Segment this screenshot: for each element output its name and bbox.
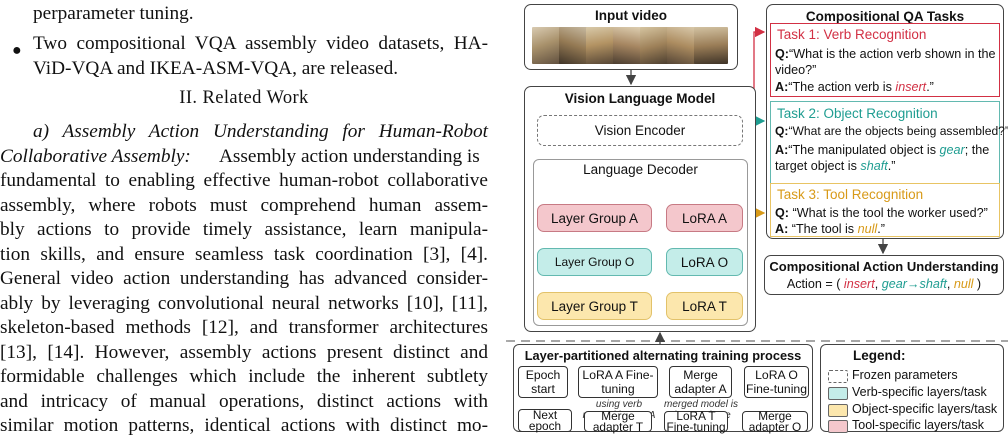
video-frame-thumbnail bbox=[694, 27, 728, 64]
vlm-title: Vision Language Model bbox=[564, 91, 716, 106]
legend-verb-label: Verb-specific layers/task bbox=[852, 385, 987, 399]
compositional-action-panel: Compositional Action Understanding Actio… bbox=[764, 255, 1004, 295]
task1-card: Task 1: Verb Recognition Q:“What is the … bbox=[770, 23, 1000, 97]
layer-group-o: Layer Group O bbox=[537, 248, 652, 276]
input-video-title: Input video bbox=[595, 8, 667, 23]
para-line: and intricacy of manual operations, dist… bbox=[0, 391, 488, 412]
lora-t-finetune-step: LoRA T Fine-tuning bbox=[664, 410, 728, 432]
merge-adapter-t-step: Merge adapter T bbox=[584, 410, 652, 432]
subsection-label-2: Collaborative Assembly: bbox=[0, 146, 191, 167]
lora-o-finetune-step: LoRA O Fine-tuning bbox=[744, 366, 809, 398]
para-line: assembly, where robots must comprehend h… bbox=[0, 195, 488, 216]
lora-o: LoRA O bbox=[666, 248, 743, 276]
legend-object-swatch bbox=[828, 404, 848, 417]
next-epoch-step: Next epoch bbox=[518, 409, 572, 432]
legend-tool-label: Tool-specific layers/task bbox=[852, 418, 984, 432]
task3-question: Q: “What is the tool the worker used?” bbox=[775, 206, 988, 220]
task3-title: Task 3: Tool Recognition bbox=[777, 187, 924, 202]
qa-tasks-title: Compositional QA Tasks bbox=[805, 9, 965, 24]
lora-t: LoRA T bbox=[666, 292, 743, 320]
task1-title: Task 1: Verb Recognition bbox=[777, 27, 927, 42]
para-line: tion skills, and ensure seamless task co… bbox=[0, 244, 488, 265]
training-process-title: Layer-partitioned alternating training p… bbox=[524, 348, 802, 363]
legend-panel: Legend: bbox=[820, 344, 1004, 432]
task3-card-frame: Task 3: Tool Recognition Q: “What is the… bbox=[770, 183, 1000, 237]
legend-title: Legend: bbox=[853, 348, 906, 363]
method-figure: Input video Vision Language Model Vision… bbox=[506, 0, 1008, 434]
bullet2-line2: ViD-VQA and IKEA-ASM-VQA, are released. bbox=[33, 58, 399, 79]
lora-a: LoRA A bbox=[666, 204, 743, 232]
layer-group-t: Layer Group T bbox=[537, 292, 652, 320]
para-line: [13], [14]. However, assembly actions pr… bbox=[0, 342, 488, 363]
bullet-marker: ● bbox=[12, 42, 22, 59]
task3-answer: A: “The tool is null.” bbox=[775, 222, 885, 236]
legend-verb-swatch bbox=[828, 387, 848, 400]
bullet1-tail: perparameter tuning. bbox=[33, 3, 194, 24]
compositional-action-formula: Action = ( insert, gear→shaft, null ) bbox=[786, 277, 982, 291]
para-line: General video action understanding has a… bbox=[0, 268, 488, 289]
task1-question: Q:“What is the action verb shown in the … bbox=[775, 47, 996, 78]
para-line: bly actions to provide timely assistance… bbox=[0, 219, 488, 240]
task2-card: Task 2: Object Recognition Q:“What are t… bbox=[770, 101, 1008, 193]
para-line: fundamental to enabling effective human-… bbox=[0, 170, 488, 191]
lora-a-finetune-step: LoRA A Fine-tuning bbox=[578, 366, 658, 398]
legend-frozen-swatch bbox=[828, 370, 848, 383]
bullet2-line1: Two compositional VQA assembly video dat… bbox=[33, 33, 488, 54]
merge-adapter-o-step: Merge adapter O bbox=[742, 410, 808, 432]
vision-encoder: Vision Encoder bbox=[537, 115, 743, 146]
para-line: ably by leveraging convolutional neural … bbox=[0, 293, 488, 314]
layer-group-a: Layer Group A bbox=[537, 204, 652, 232]
task2-answer: A:“The manipulated object is gear; the t… bbox=[775, 143, 990, 174]
epoch-start-step: Epoch start bbox=[518, 366, 568, 398]
text-column: perparameter tuning. ● Two compositional… bbox=[0, 0, 488, 436]
task1-answer: A:“The action verb is insert.” bbox=[775, 80, 934, 94]
para-line: Assembly action understanding is bbox=[219, 146, 480, 167]
task2-question: Q:“What are the objects being assembled?… bbox=[775, 124, 1008, 138]
legend-object-label: Object-specific layers/task bbox=[852, 402, 998, 416]
subsection-label: a) Assembly Action Understanding for Hum… bbox=[33, 121, 488, 142]
merge-adapter-a-step: Merge adapter A bbox=[669, 366, 732, 398]
para-line: skeleton-based methods [12], and transfo… bbox=[0, 317, 488, 338]
task2-title: Task 2: Object Recognition bbox=[777, 106, 938, 121]
section-heading: II. Related Work bbox=[179, 88, 309, 108]
para-line: similar motion patterns, identical actio… bbox=[0, 415, 488, 436]
compositional-action-title: Compositional Action Understanding bbox=[769, 259, 999, 274]
para-line: formidable challenges which include the … bbox=[0, 366, 488, 387]
language-decoder-title: Language Decoder bbox=[583, 162, 698, 177]
legend-tool-swatch bbox=[828, 420, 848, 433]
legend-frozen-label: Frozen parameters bbox=[852, 368, 958, 382]
